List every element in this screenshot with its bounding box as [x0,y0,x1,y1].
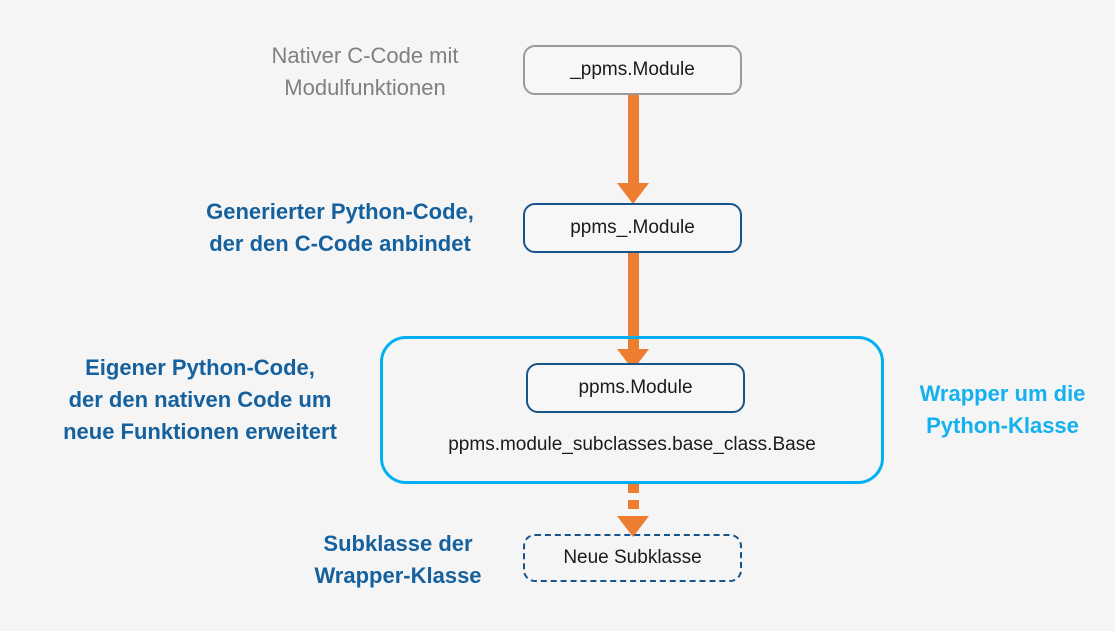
node-label: Neue Subklasse [563,547,702,568]
node-ppms-module-generated[interactable]: ppms_.Module [523,203,742,253]
node-ppms-module-native[interactable]: _ppms.Module [523,45,742,95]
arrow-native-to-generated [617,95,649,205]
label-subklasse-der-wrapper-klasse: Subklasse der Wrapper-Klasse [314,531,482,588]
arrow-shaft-dashed [628,484,639,524]
label-generated-python-code: Generierter Python-Code, der den C-Code … [206,199,474,256]
arrow-shaft [628,95,639,187]
node-label: _ppms.Module [570,59,695,80]
node-label: ppms_.Module [570,217,695,238]
label-wrapper-um-python-klasse: Wrapper um die Python-Klasse [919,381,1086,438]
wrapper-group-box[interactable]: ppms.Module ppms.module_subclasses.base_… [380,336,884,484]
node-neue-subklasse[interactable]: Neue Subklasse [523,534,742,582]
base-class-path: ppms.module_subclasses.base_class.Base [448,434,816,455]
arrow-shaft [628,253,639,353]
label-native-c-code: Nativer C-Code mit Modulfunktionen [271,43,459,100]
arrow-wrapper-to-subclass [617,484,649,542]
label-own-python-code: Eigener Python-Code, der den nativen Cod… [63,355,337,444]
arrow-head [617,183,649,204]
node-label: ppms.Module [578,377,693,398]
node-ppms-module-wrapper[interactable]: ppms.Module [526,363,745,413]
arrow-head [617,516,649,537]
